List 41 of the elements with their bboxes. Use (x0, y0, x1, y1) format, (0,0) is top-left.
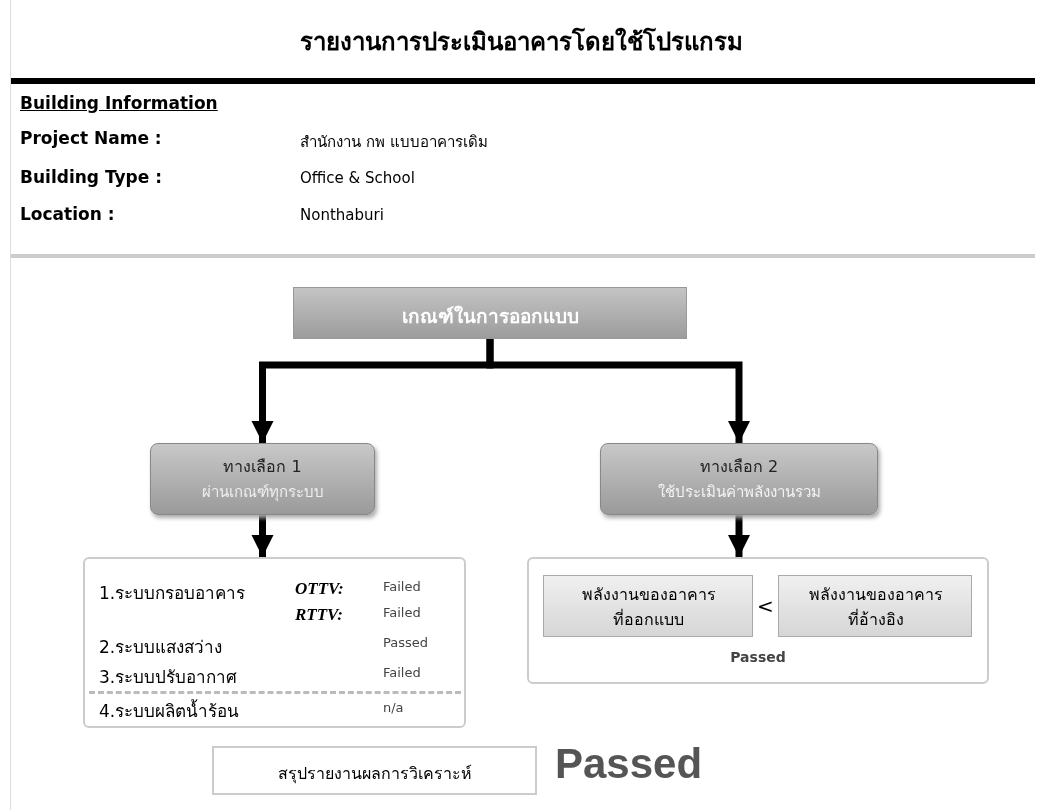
status-text: Failed (383, 605, 421, 620)
status-text: Passed (383, 635, 429, 650)
node-text: 2.ระบบแสงสว่าง (99, 636, 223, 659)
field-value: Nonthaburi (300, 206, 384, 224)
status-text: Passed (729, 649, 787, 665)
less-than-sign: < (757, 594, 774, 618)
arrow (251, 515, 274, 557)
energy-box (778, 575, 972, 637)
field-value: สำนักงาน กพ แบบอาคารเดิม (300, 132, 488, 153)
status-text: n/a (383, 700, 404, 715)
status-text: Failed (383, 579, 421, 594)
node-text: ทางเลือก 2 (698, 456, 780, 478)
arrow (486, 339, 751, 443)
energy-box (543, 575, 753, 637)
node-text: ทางเลือก 1 (222, 456, 303, 478)
node-text: 3.ระบบปรับอากาศ (99, 666, 238, 689)
node-text: 4.ระบบผลิตน้ำร้อน (99, 698, 240, 723)
node-text: เกณฑ์ในการออกแบบ (400, 304, 580, 329)
node-text: สรุปรายงานผลการวิเคราะห์ (276, 763, 473, 786)
arrow (727, 515, 751, 557)
metric-label: OTTV: (295, 579, 344, 599)
node-text: ผ่านเกณฑ์ทุกระบบ (200, 482, 325, 504)
report-title: รายงานการประเมินอาคารโดยใช้โปรแกรม (299, 26, 744, 58)
node-text: ใช้ประเมินค่าพลังงานรวม (656, 482, 822, 503)
summary-box (212, 746, 537, 795)
node-text: พลังงานของอาคารที่อ้างอิง (808, 584, 943, 631)
status-text: Failed (383, 665, 421, 680)
option-box (150, 443, 375, 515)
result-list-panel (83, 557, 466, 728)
node-text: 1.ระบบกรอบอาคาร (99, 582, 246, 605)
option-box (600, 443, 878, 515)
field-value: Office & School (300, 169, 415, 187)
result-panel (527, 557, 989, 684)
section-heading: Building Information (20, 93, 218, 113)
field-label: Location : (20, 204, 115, 224)
result-text: Passed (555, 740, 703, 788)
metric-label: RTTV: (295, 605, 343, 625)
field-label: Project Name : (20, 128, 162, 148)
node-text: พลังงานของอาคารที่ออกแบบ (581, 584, 716, 631)
field-label: Building Type : (20, 167, 162, 187)
criteria-box (293, 287, 687, 339)
